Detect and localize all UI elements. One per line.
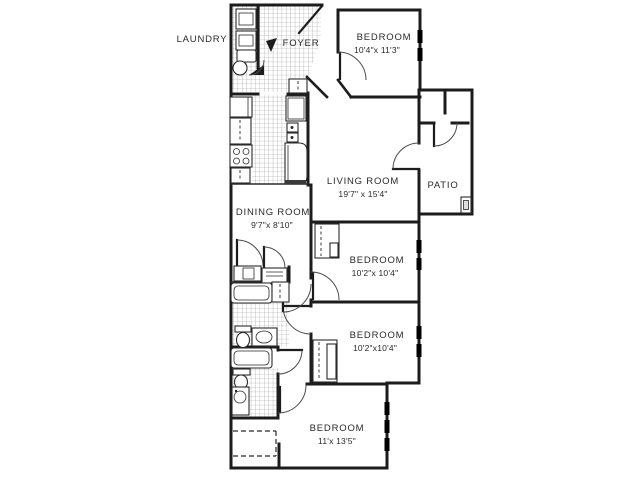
closet-door-leaf [326, 343, 337, 380]
exterior-wall-right [385, 168, 421, 470]
dining-cabinet1-detail [242, 267, 255, 280]
burner-icon [242, 157, 250, 165]
kitchen-counter-fixture [229, 96, 253, 118]
linen-closet [271, 281, 290, 303]
bathtub-lower-fixture [230, 347, 273, 369]
laundry-door-icon [249, 65, 264, 75]
laundry-basin-fixture [232, 60, 248, 76]
patio-utility-inner [463, 200, 469, 210]
oven-knob-icon [290, 126, 294, 129]
windows [384, 30, 423, 455]
laundry-label: LAUNDRY [177, 34, 228, 45]
room-labels: LAUNDRY FOYER BEDROOM 10'4"x 11'3" LIVIN… [177, 32, 458, 446]
burner-icon [233, 148, 240, 155]
bathroom-lower-fixtures [230, 347, 273, 416]
bathroom-upper-fixtures [230, 281, 290, 349]
door-arc-patio-storage [433, 122, 458, 147]
foyer-label: FOYER [283, 38, 320, 49]
door-arc-dining-closet2 [263, 246, 286, 269]
bedroom-lower-dims: 10'2"x10'4" [353, 343, 397, 353]
dining-room-label: DINING ROOM [236, 207, 310, 218]
bathtub-lower-inner [233, 350, 270, 366]
kitchen-cabinet-fixture [229, 117, 252, 145]
kitchen-fixtures [229, 95, 308, 185]
foyer-cabinet [288, 78, 308, 94]
oven-knob-icon [290, 136, 294, 139]
bathtub-upper-inner [233, 285, 270, 301]
patio-fixtures [460, 196, 472, 214]
bedroom-corner-diagonal-wall [336, 78, 353, 99]
dining-closet-fixtures [233, 265, 288, 284]
door-arc-patio [392, 142, 420, 170]
foyer-fixtures [288, 78, 308, 94]
door-arc-bath-upper [282, 283, 312, 313]
living-room-label: LIVING ROOM [327, 176, 399, 187]
bedroom-top-label: BEDROOM [357, 32, 412, 43]
closet-door-leaf [329, 242, 339, 258]
toilet-upper-fixture [235, 331, 251, 349]
bedroom-bottom-label: BEDROOM [310, 423, 365, 434]
door-arc-dining-closet1 [236, 239, 264, 267]
toilet-lower-tank [232, 368, 251, 376]
laundry-fixtures [232, 8, 257, 76]
sink-upper-icon [255, 330, 273, 344]
bedroom-bottom-dims: 11'x 13'5" [318, 436, 356, 446]
bedroom-lower-label: BEDROOM [350, 330, 405, 341]
dining-cabinet2-shelves [266, 271, 283, 277]
washer-fixture [235, 8, 257, 30]
door-arc-bedroom-middle [310, 271, 340, 301]
dining-cabinet2 [261, 267, 288, 284]
bedroom-middle-label: BEDROOM [350, 255, 405, 266]
kitchen-lower-cabinet [230, 167, 251, 184]
door-arc-bedroom-bottom [277, 384, 307, 414]
burner-icon [242, 148, 250, 155]
entry-arrow-icon [266, 38, 277, 52]
washer-detail [238, 12, 254, 26]
kitchen-tile-floor [252, 95, 286, 184]
laundry-sink-fixture [236, 49, 257, 63]
bedroom-middle-dims: 10'2"x 10'4" [352, 268, 399, 278]
living-room-dims: 19'7" x 15'4" [338, 189, 387, 199]
door-arc-bath-lower [277, 349, 303, 375]
door-arc-laundry [248, 59, 265, 76]
patio-label: PATIO [427, 180, 458, 191]
dryer-detail [238, 34, 254, 47]
foyer-diagonal-wall [305, 75, 329, 99]
sink-lower-icon [233, 390, 247, 404]
closets [233, 223, 340, 457]
refrigerator-fixture [285, 95, 307, 122]
stove-fixture [229, 144, 253, 168]
bedroom-top-dims: 10'4"x 11'3" [354, 45, 400, 55]
door-arc-bedroom-top [337, 51, 367, 81]
dining-room-dims: 9'7"x 8'10" [251, 220, 293, 230]
burner-icon [233, 157, 240, 165]
faucet-dot-icon [234, 389, 238, 393]
entry-door-leaf [297, 4, 324, 35]
counter-end-cap [285, 180, 306, 184]
refrigerator-detail [287, 97, 305, 120]
toilet-upper-tank [234, 325, 252, 333]
